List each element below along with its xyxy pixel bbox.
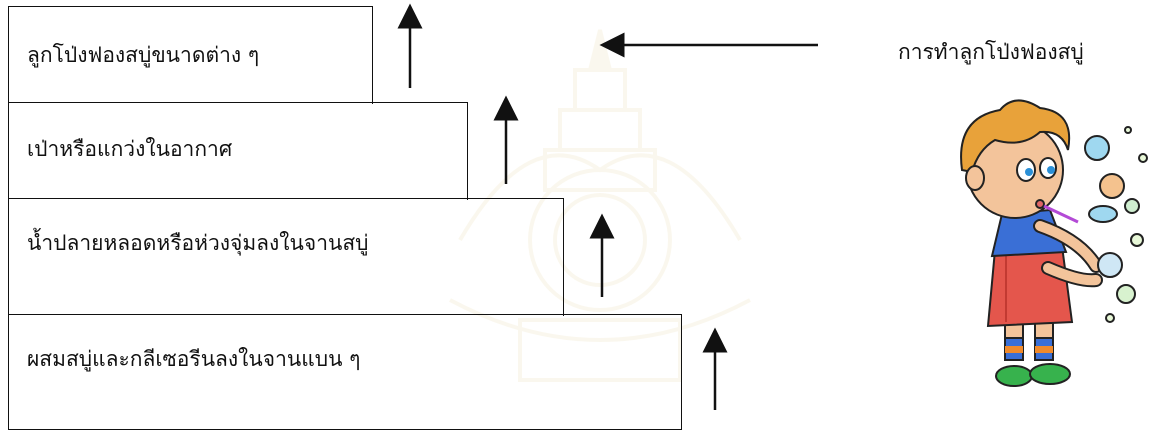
university-seal-watermark xyxy=(449,29,751,382)
step-label-2: น้ำปลายหลอดหรือห่วงจุ่มลงในจานสบู่ xyxy=(27,231,369,255)
step-label-3: เป่าหรือแกว่งในอากาศ xyxy=(27,137,233,161)
step-box-2: น้ำปลายหลอดหรือห่วงจุ่มลงในจานสบู่ xyxy=(8,198,564,316)
step-label-4: ลูกโป่งฟองสบู่ขนาดต่าง ๆ xyxy=(27,43,260,67)
step-label-1: ผสมสบู่และกลีเซอรีนลงในจานแบน ๆ xyxy=(27,347,361,371)
boy-blowing-bubbles-illustration xyxy=(960,99,1148,387)
diagram-caption: การทำลูกโป่งฟองสบู่ xyxy=(898,40,1084,64)
step-box-4: ลูกโป่งฟองสบู่ขนาดต่าง ๆ xyxy=(8,6,373,104)
step-box-3: เป่าหรือแกว่งในอากาศ xyxy=(8,102,468,200)
